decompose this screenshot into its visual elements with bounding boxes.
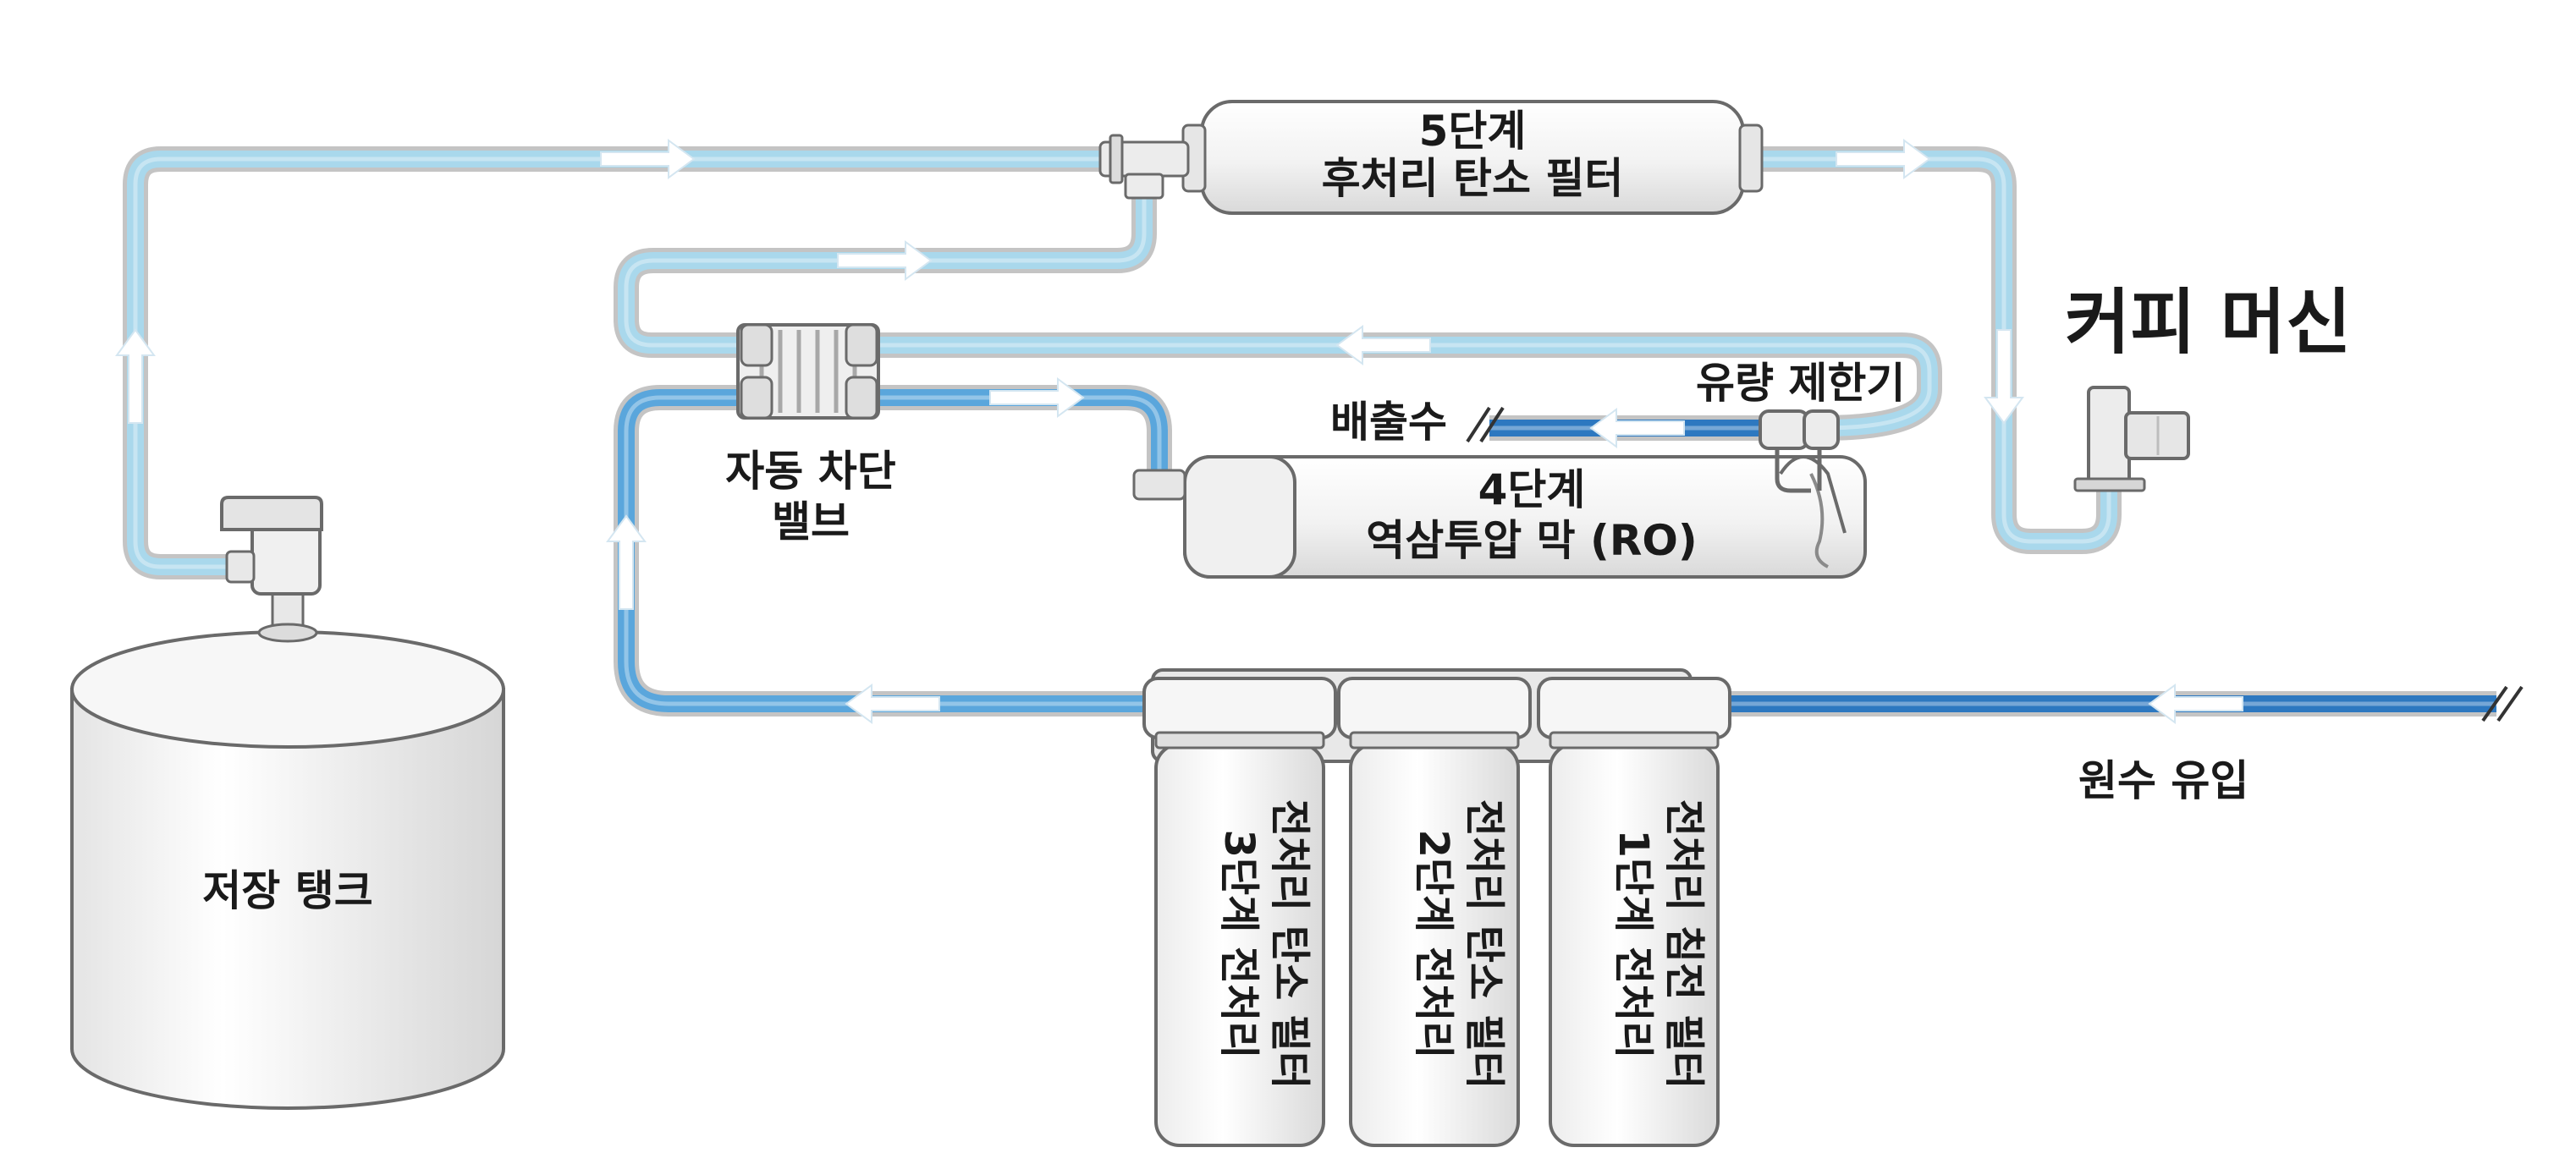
tank-valve [220,496,323,596]
flow-restrictor: 유량 제한기 [1696,359,1905,493]
stage3-label-line1: 3단계 전처리 [1215,830,1263,1059]
coffee-machine: 커피 머신 [2065,281,2351,492]
coffee-machine-label: 커피 머신 [2065,281,2351,364]
drain-label: 배출수 [1330,398,1447,447]
arrow-tank-to-tee [600,139,696,179]
storage-tank-label: 저장 탱크 [202,866,372,915]
arrow-raw-inlet [2148,684,2243,724]
drain-outlet: 배출수 [1330,398,1505,447]
stage3-prefilter: 3단계 전처리 전처리 탄소 필터 [1142,677,1337,1147]
prefilter-bank: 3단계 전처리 전처리 탄소 필터 2단계 전처리 전처리 탄소 필터 1단계 … [1142,668,1731,1147]
auto-shutoff-label-line2: 밸브 [772,497,850,546]
tubing [123,146,2496,717]
filter-to-coffee-tube [1762,146,2122,554]
stage5-post-carbon-filter: 5단계 후처리 탄소 필터 [1098,100,1764,215]
arrow-to-tee [837,240,933,281]
flow-restrictor-label: 유량 제한기 [1696,359,1905,408]
stage4-label-line2: 역삼투압 막 (RO) [1366,516,1698,565]
arrow-prefilter-up [606,514,647,610]
stage1-label-line2: 전처리 침전 필터 [1660,799,1708,1090]
tee-fitting [1098,134,1190,200]
arrow-coffee-down [1984,329,2024,425]
auto-shutoff-valve: 자동 차단 밸브 [725,323,896,546]
arrow-tank-up [115,328,156,424]
stage2-label-line2: 전처리 탄소 필터 [1461,799,1508,1090]
arrow-permeate-return [1335,325,1431,365]
stage2-label-line1: 2단계 전처리 [1410,830,1457,1059]
stage5-label-line2: 후처리 탄소 필터 [1322,154,1624,203]
prefilter-to-valve-tube [614,385,1144,717]
arrow-prefilter-out [845,684,940,724]
raw-water-inlet-label: 원수 유입 [2078,756,2248,805]
auto-shutoff-label-line1: 자동 차단 [725,447,895,496]
raw-water-inlet: 원수 유입 [2078,685,2524,805]
stage1-label-line1: 1단계 전처리 [1610,830,1657,1059]
stage4-label-line1: 4단계 [1478,465,1586,514]
valve-to-membrane-tube [877,385,1172,484]
arrow-valve-to-membrane [989,377,1085,418]
stage3-label-line2: 전처리 탄소 필터 [1266,799,1313,1090]
flow-arrows [115,139,2243,724]
storage-tank: 저장 탱크 [70,496,505,1110]
coffee-machine-faucet-icon [2073,386,2190,492]
arrow-filter-out [1836,139,1931,179]
stage5-label-line1: 5단계 [1419,107,1527,156]
permeate-to-valve-tube [877,332,1942,441]
valve-to-tee-tube [614,198,1157,358]
stage1-prefilter: 1단계 전처리 전처리 침전 필터 [1537,677,1731,1147]
stage2-prefilter: 2단계 전처리 전처리 탄소 필터 [1337,677,1532,1147]
arrow-drain [1589,408,1685,448]
stage4-ro-membrane: 4단계 역삼투압 막 (RO) [1132,455,1867,579]
